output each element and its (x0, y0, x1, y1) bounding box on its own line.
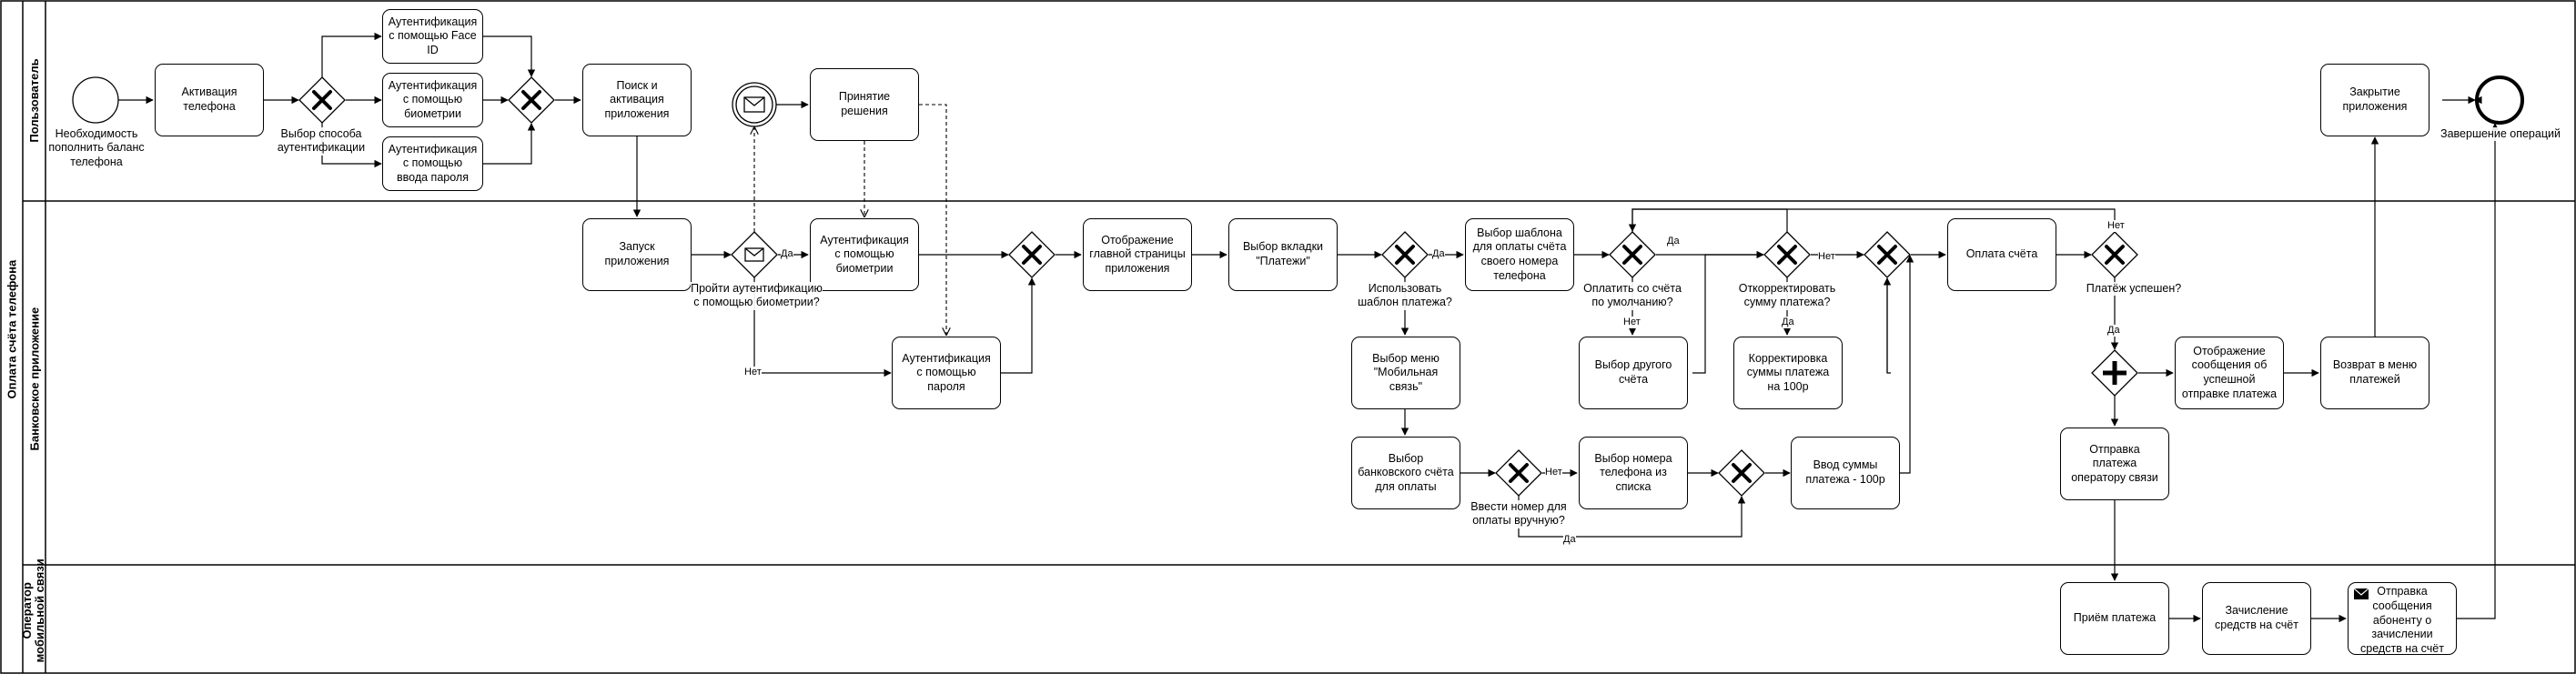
gateway-amount-join[interactable] (1864, 231, 1911, 278)
gateway-auth-method[interactable] (298, 76, 346, 124)
task-auth-biometrics-app[interactable]: Аутентификация с помощью биометрии (810, 218, 919, 291)
end-event-label: Завершение операций (2435, 127, 2566, 142)
flow-label-biometrics-yes: Да (781, 248, 793, 261)
message-flows (754, 104, 946, 335)
flow-label-manual-number-yes: Да (1563, 534, 1576, 547)
task-auth-password-app[interactable]: Аутентификация с помощью пароля (892, 337, 1001, 409)
task-bank-account[interactable]: Выбор банковского счёта для оплаты (1351, 437, 1460, 509)
start-event[interactable] (72, 76, 119, 124)
gateway-biometrics-event[interactable] (731, 231, 778, 278)
flow-label-default-account-no: Нет (1623, 317, 1641, 329)
task-pay-bill[interactable]: Оплата счёта (1947, 218, 2056, 291)
gateway-label-correct-amount: Откорректировать сумму платежа? (1732, 282, 1842, 310)
task-mobile-menu[interactable]: Выбор меню "Мобильная связь" (1351, 337, 1460, 409)
task-launch-app[interactable]: Запуск приложения (582, 218, 692, 291)
task-auth-password-user[interactable]: Аутентификация с помощью ввода пароля (382, 136, 483, 191)
task-success-message[interactable]: Отображение сообщения об успешной отправ… (2175, 337, 2284, 409)
task-amount-correction[interactable]: Корректировка суммы платежа на 100р (1733, 337, 1843, 409)
gateway-manual-number[interactable] (1495, 449, 1542, 497)
gateway-label-payment-success: Платёж успешен? (2084, 282, 2184, 297)
gateway-label-auth-method: Выбор способа аутентификации (276, 127, 367, 156)
start-event-label: Необходимость пополнить баланс телефона (47, 127, 146, 169)
flow-label-default-account-yes: Да (1667, 236, 1680, 248)
task-send-to-operator[interactable]: Отправка платежа оператору связи (2060, 428, 2169, 500)
flow-label-correct-amount-no: Нет (1818, 251, 1835, 264)
task-close-app[interactable]: Закрытие приложения (2320, 64, 2430, 136)
end-event[interactable] (2475, 75, 2524, 125)
gateway-label-default-account: Оплатить со счёта по умолчанию? (1578, 282, 1687, 310)
flow-label-correct-amount-yes: Да (1782, 317, 1794, 329)
gateway-label-manual-number: Ввести номер для оплаты вручную? (1464, 500, 1573, 528)
gateway-label-template: Использовать шаблон платежа? (1350, 282, 1460, 310)
task-other-account[interactable]: Выбор другого счёта (1579, 337, 1688, 409)
task-auth-faceid[interactable]: Аутентификация с помощью Face ID (382, 9, 483, 64)
lane-title-bank: Банковское приложение (27, 307, 42, 451)
task-auth-biometrics-user[interactable]: Аутентификация с помощью биометрии (382, 73, 483, 127)
gateway-parallel[interactable] (2091, 349, 2138, 397)
lane-title-operator: Оператор мобильной связи (20, 558, 47, 663)
task-receive-payment[interactable]: Приём платежа (2060, 582, 2169, 655)
task-search-app[interactable]: Поиск и активация приложения (582, 64, 692, 136)
message-catch-event[interactable] (732, 82, 777, 127)
flow-label-manual-number-no: Нет (1545, 467, 1562, 479)
gateway-number-join[interactable] (1718, 449, 1765, 497)
envelope-icon (2354, 588, 2369, 599)
task-decision[interactable]: Принятие решения (810, 68, 919, 141)
task-notify-subscriber[interactable]: Отправка сообщения абоненту о зачислении… (2348, 582, 2457, 655)
lane-title-user: Пользователь (27, 58, 41, 143)
gateway-correct-amount[interactable] (1763, 231, 1811, 278)
gateway-template[interactable] (1381, 231, 1429, 278)
task-main-page[interactable]: Отображение главной страницы приложения (1083, 218, 1192, 291)
gateway-auth-merge[interactable] (508, 76, 555, 124)
flow-label-biometrics-no: Нет (744, 367, 762, 379)
task-credit-funds[interactable]: Зачисление средств на счёт (2202, 582, 2311, 655)
flow-label-template-yes: Да (1432, 248, 1445, 261)
task-amount-input[interactable]: Ввод суммы платежа - 100р (1791, 437, 1900, 509)
pool-title: Оплата счёта телефона (5, 259, 19, 399)
task-back-to-menu[interactable]: Возврат в меню платежей (2320, 337, 2430, 409)
gateway-auth-join[interactable] (1008, 231, 1056, 278)
task-notify-subscriber-label: Отправка сообщения абоненту о зачислении… (2360, 585, 2444, 655)
gateway-default-account[interactable] (1609, 231, 1656, 278)
flow-label-payment-success-yes: Да (2107, 325, 2120, 337)
task-payments-tab[interactable]: Выбор вкладки "Платежи" (1228, 218, 1338, 291)
task-activate-phone[interactable]: Активация телефона (155, 64, 264, 136)
task-phone-from-list[interactable]: Выбор номера телефона из списка (1579, 437, 1688, 509)
gateway-label-biometrics: Пройти аутентификацию с помощью биометри… (691, 282, 823, 310)
gateway-payment-success[interactable] (2091, 231, 2138, 278)
task-template-select[interactable]: Выбор шаблона для оплаты счёта своего но… (1465, 218, 1574, 291)
flow-label-payment-success-no: Нет (2107, 220, 2125, 233)
